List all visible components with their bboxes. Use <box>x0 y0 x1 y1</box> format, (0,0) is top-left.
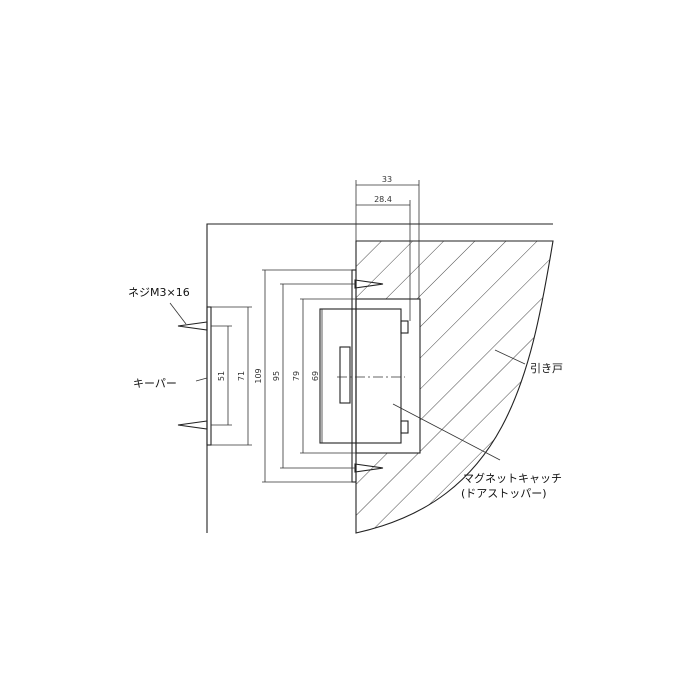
keeper-screw-bottom <box>177 420 208 430</box>
magnet-face <box>339 346 351 404</box>
label-keeper: キーパー <box>133 377 177 390</box>
label-screw: ネジM3×16 <box>128 286 190 299</box>
dim-71: 71 <box>237 371 246 381</box>
dim-69: 69 <box>311 371 320 381</box>
dim-33: 33 <box>382 175 392 184</box>
bolt-top <box>400 320 409 334</box>
bolt-bottom <box>400 420 409 434</box>
label-magnet-catch: マグネットキャッチ <box>463 471 562 485</box>
label-sliding-door: 引き戸 <box>530 361 563 375</box>
dim-28-4: 28.4 <box>374 195 392 204</box>
keeper-screw-top <box>177 321 208 331</box>
horizontal-dimensions <box>355 180 420 321</box>
sliding-door-outline <box>355 240 554 534</box>
magnet-catch-body <box>319 308 402 444</box>
door-plate <box>351 269 357 483</box>
dim-51: 51 <box>217 371 226 381</box>
label-door-stopper: (ドアストッパー) <box>461 487 547 500</box>
dim-109: 109 <box>254 368 263 383</box>
dim-95: 95 <box>272 371 281 381</box>
vertical-dimensions <box>211 269 356 483</box>
dim-79: 79 <box>292 371 301 381</box>
leader-lines <box>169 302 526 461</box>
keeper-plate <box>206 306 212 446</box>
